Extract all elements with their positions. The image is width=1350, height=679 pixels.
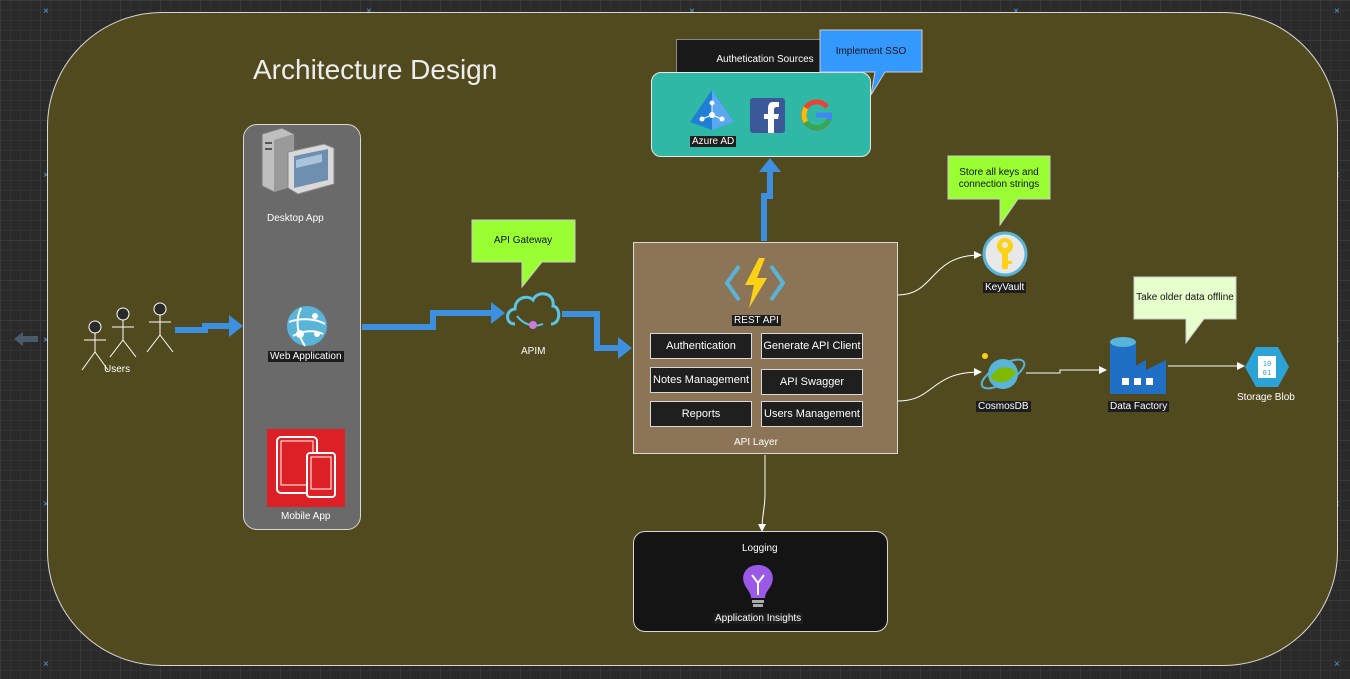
api-gateway-callout-text: API Gateway (493, 235, 553, 246)
google-icon (801, 99, 832, 131)
application-insights-label: Application Insights (713, 613, 804, 624)
cosmosdb-label: CosmosDB (976, 401, 1031, 412)
module-api-swagger[interactable]: API Swagger (761, 369, 863, 395)
logging-title: Logging (742, 543, 778, 554)
keyvault-callout-line1: Store all keys and (959, 167, 1039, 178)
line-api-keyvault (897, 251, 982, 296)
resize-handle[interactable]: × (366, 7, 372, 17)
arrow-apim-api (562, 311, 620, 351)
module-users-management[interactable]: Users Management (761, 401, 863, 427)
svg-text:10: 10 (1263, 360, 1271, 368)
api-management-cloud-icon (506, 292, 561, 329)
collapse-arrow-icon[interactable] (12, 331, 40, 347)
azure-function-lightning-icon (725, 258, 785, 308)
module-generate-api-client[interactable]: Generate API Client (761, 333, 863, 359)
desktop-app-label: Desktop App (267, 213, 324, 224)
keyvault-callout (947, 155, 1051, 227)
data-factory-icon (1110, 337, 1166, 394)
arrow-api-auth (761, 170, 773, 241)
resize-handle[interactable]: × (689, 7, 695, 17)
line-api-cosmos (897, 368, 982, 402)
data-factory-callout-text: Take older data offline (1136, 292, 1234, 303)
apim-label: APIM (521, 346, 546, 357)
module-notes-management[interactable]: Notes Management (650, 367, 752, 393)
web-application-label: Web Application (268, 351, 344, 362)
users-group-icon (81, 302, 174, 371)
web-app-globe-icon (287, 306, 327, 347)
application-insights-bulb-icon (743, 565, 773, 607)
data-factory-label: Data Factory (1108, 401, 1170, 412)
resize-handle[interactable]: × (1334, 659, 1340, 670)
api-layer-label: API Layer (734, 437, 778, 448)
arrow-users-clients (175, 323, 231, 333)
mobile-devices-icon (267, 429, 345, 507)
resize-handle[interactable]: × (43, 499, 49, 510)
resize-handle[interactable]: × (43, 335, 49, 346)
resize-handle[interactable]: × (1334, 6, 1340, 17)
resize-handle[interactable]: × (1013, 7, 1019, 17)
rest-api-label: REST API (732, 315, 781, 326)
sso-callout (819, 29, 923, 96)
mobile-app-label: Mobile App (281, 511, 331, 522)
api-gateway-callout (471, 219, 576, 289)
resize-handle[interactable]: × (43, 170, 49, 181)
cosmos-db-icon (980, 353, 1026, 390)
keyvault-label: KeyVault (983, 282, 1027, 293)
module-reports[interactable]: Reports (650, 401, 752, 427)
azure-ad-icon (690, 90, 734, 130)
resize-handle[interactable]: × (43, 6, 49, 17)
key-vault-icon (982, 231, 1028, 277)
module-authentication[interactable]: Authentication (650, 333, 752, 359)
desktop-computer-icon (261, 127, 335, 195)
auth-sources-title: Authetication Sources (716, 54, 814, 65)
facebook-icon (750, 98, 785, 133)
sso-callout-text: Implement SSO (835, 46, 907, 57)
keyvault-callout-line2: connection strings (958, 179, 1040, 190)
line-api-logging (758, 455, 767, 532)
page-title: Architecture Design (253, 54, 498, 85)
arrow-clients-apim (362, 310, 493, 330)
azure-ad-label: Azure AD (690, 136, 737, 147)
users-label: Users (104, 364, 131, 375)
resize-handle[interactable]: × (43, 659, 49, 670)
storage-blob-label: Storage Blob (1237, 392, 1295, 403)
line-cosmos-factory (1026, 366, 1107, 374)
data-factory-callout (1133, 276, 1237, 345)
svg-text:01: 01 (1263, 369, 1271, 377)
storage-blob-icon: 10 01 (1245, 347, 1289, 387)
